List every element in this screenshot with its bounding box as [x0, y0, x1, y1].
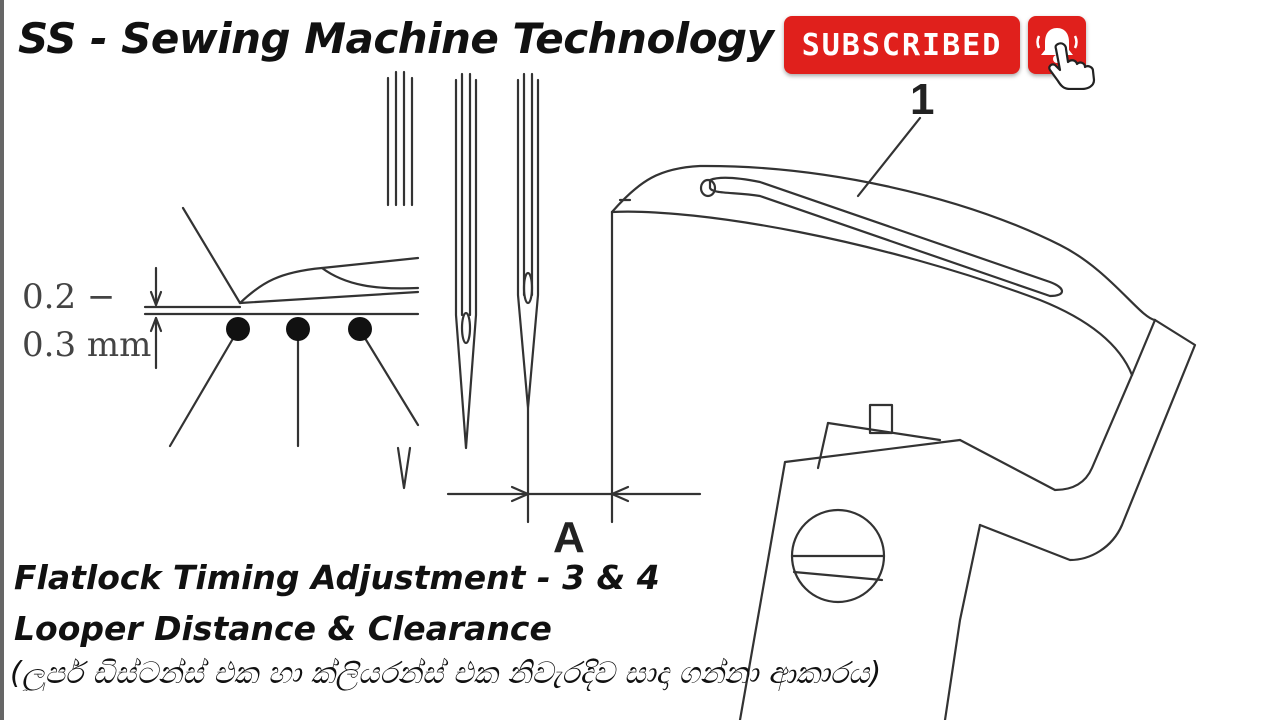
needle-hole-left	[226, 317, 250, 341]
left-border	[0, 0, 4, 720]
looper-body	[610, 116, 1197, 720]
caption-sinhala: (ලුපර් ඩිස්ටන්ස් එක හා ක්ලියරන්ස් එක නිව…	[10, 656, 882, 691]
channel-title: SS - Sewing Machine Technology	[18, 14, 774, 63]
gap-value-top: 0.2 −	[22, 277, 115, 317]
part-label-1: 1	[910, 75, 934, 124]
hand-pointer-icon	[1048, 42, 1096, 90]
subscribe-button[interactable]: SUBSCRIBED	[784, 16, 1020, 74]
needles	[446, 72, 702, 524]
caption-title: Flatlock Timing Adjustment - 3 & 4	[14, 558, 660, 597]
caption-subtitle: Looper Distance & Clearance	[14, 609, 552, 648]
distance-label-a: A	[553, 513, 585, 562]
needle-hole-center	[286, 317, 310, 341]
gap-value-bottom: 0.3 mm	[22, 325, 151, 365]
clearance-inset	[143, 70, 420, 490]
needle-hole-right	[348, 317, 372, 341]
subscribe-label: SUBSCRIBED	[801, 27, 1003, 63]
